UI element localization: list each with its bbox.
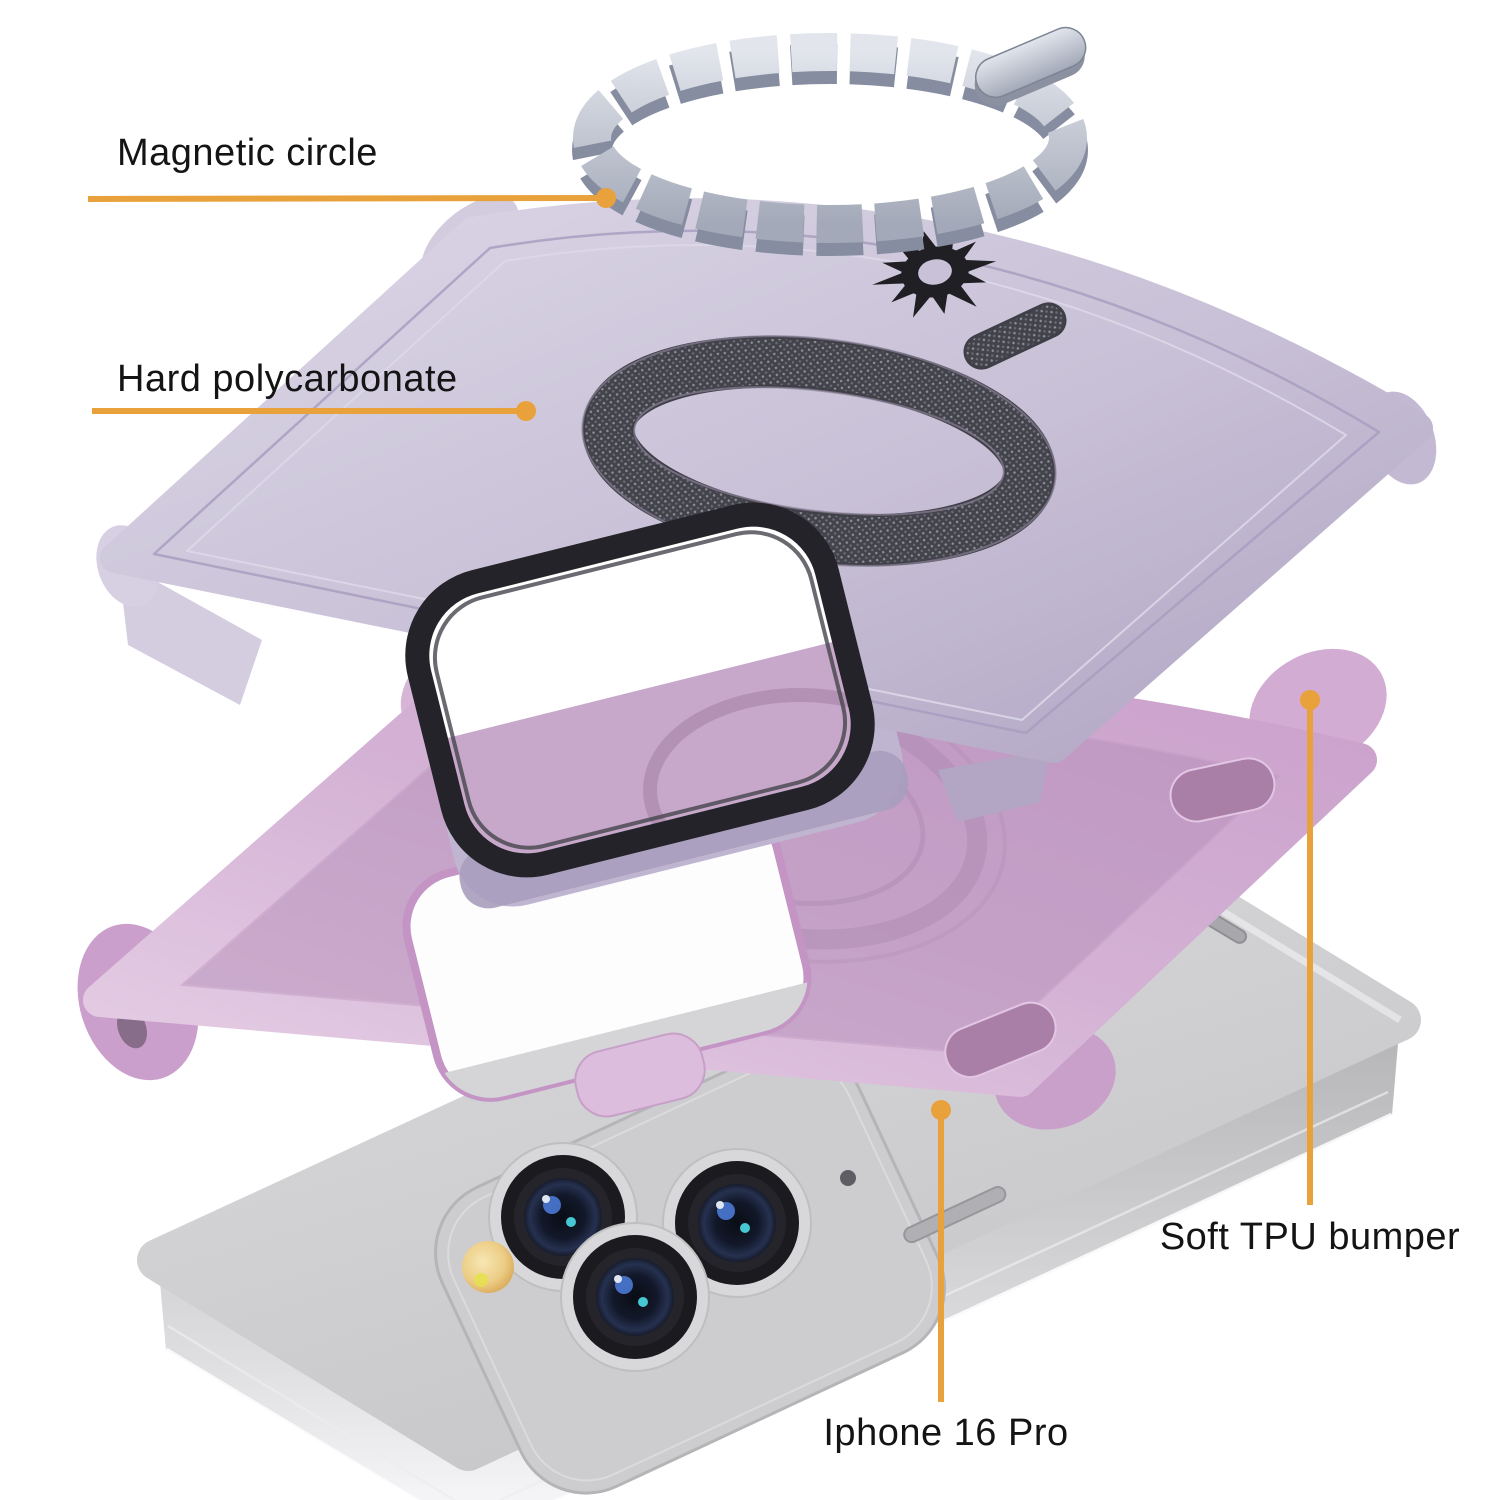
magnetic-circle-render bbox=[572, 26, 1088, 256]
magnet-segments-top bbox=[573, 33, 1087, 243]
magnet-pill bbox=[974, 26, 1087, 106]
camera-mic-dot bbox=[840, 1170, 856, 1186]
label-hard-polycarbonate: Hard polycarbonate bbox=[117, 358, 458, 400]
iphone-bottom-seam-highlight bbox=[164, 1112, 1394, 1500]
leader-lines bbox=[87, 188, 1320, 1402]
camera-lens bbox=[560, 1222, 710, 1372]
magnetic-circle-leader-line bbox=[87, 188, 616, 208]
tpu-button-cutout bbox=[944, 1001, 1057, 1078]
iphone-leader-line bbox=[931, 1100, 951, 1402]
camera-flash bbox=[462, 1241, 514, 1293]
label-magnetic-circle: Magnetic circle bbox=[117, 132, 378, 174]
shell-camera-cutout bbox=[405, 502, 875, 878]
hard-polycarbonate-leader-line bbox=[92, 401, 536, 421]
tpu-port-tab bbox=[574, 1032, 706, 1118]
soft-tpu-leader-line bbox=[1300, 690, 1320, 1205]
label-soft-tpu-bumper: Soft TPU bumper bbox=[1159, 1216, 1461, 1258]
iphone-bottom-seam-inner bbox=[167, 1090, 1389, 1500]
shell-magsafe-pill-mark bbox=[963, 302, 1067, 370]
label-iphone-16-pro: Iphone 16 Pro bbox=[823, 1412, 1069, 1454]
side-button-slot bbox=[903, 1185, 1007, 1244]
tpu-button-cutout bbox=[1169, 757, 1276, 823]
hard-shell-render bbox=[96, 196, 1437, 909]
